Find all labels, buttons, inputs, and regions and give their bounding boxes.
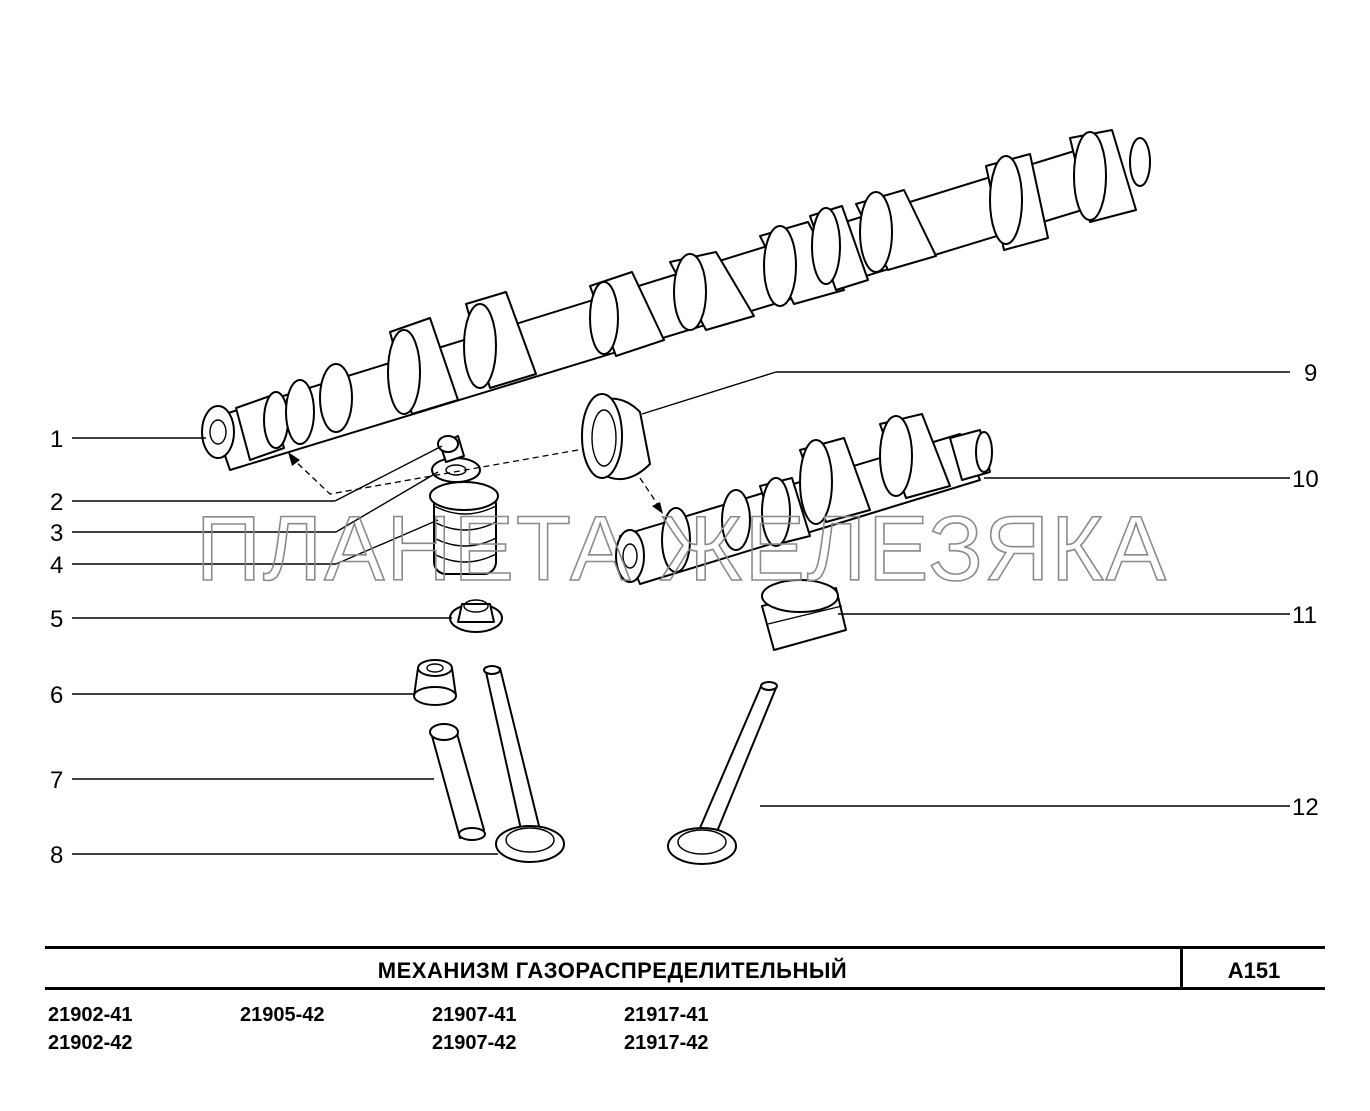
spring-seat	[449, 599, 503, 633]
callout-1: 1	[50, 426, 63, 453]
title-divider	[1180, 949, 1183, 987]
hydraulic-tappet	[761, 579, 847, 651]
valve-spring-assembly	[429, 435, 499, 575]
callout-8: 8	[50, 842, 63, 869]
assembly-arrows	[288, 449, 663, 514]
callout-9: 9	[1304, 360, 1317, 387]
model-number: 21902-41	[48, 1004, 133, 1026]
exhaust-valve	[667, 681, 778, 865]
leader-lines	[72, 371, 1290, 855]
camshaft-long	[201, 129, 1151, 471]
callout-11: 11	[1292, 602, 1317, 629]
callout-2: 2	[50, 489, 63, 516]
model-number: 21905-42	[240, 1004, 325, 1026]
model-number: 21907-42	[432, 1032, 517, 1054]
callout-6: 6	[50, 682, 63, 709]
intake-valve	[483, 665, 565, 863]
callout-7: 7	[50, 767, 63, 794]
model-number: 21902-42	[48, 1032, 133, 1054]
sheet-code: А151	[1227, 958, 1281, 983]
oil-seal	[581, 393, 651, 480]
camshaft-short	[615, 413, 993, 585]
page-title: МЕХАНИЗМ ГАЗОРАСПРЕДЕЛИТЕЛЬНЫЙ	[377, 958, 848, 983]
parts-diagram: 1 2 3 4 5 6 7 8 9 10 11 12 ПЛАНЕТА ЖЕЛЕЗ…	[50, 129, 1319, 869]
callout-10: 10	[1292, 466, 1319, 493]
callout-3: 3	[50, 520, 63, 547]
callout-4: 4	[50, 552, 63, 579]
title-block: МЕХАНИЗМ ГАЗОРАСПРЕДЕЛИТЕЛЬНЫЙ А151	[45, 946, 1325, 990]
callout-5: 5	[50, 606, 63, 633]
watermark: ПЛАНЕТА ЖЕЛЕЗЯКА	[196, 498, 1168, 600]
model-number: 21917-42	[624, 1032, 709, 1054]
valve-stem-seal	[413, 659, 457, 706]
callout-12: 12	[1292, 794, 1319, 821]
model-number: 21917-41	[624, 1004, 709, 1026]
model-number: 21907-41	[432, 1004, 517, 1026]
valve-guide	[429, 723, 486, 841]
